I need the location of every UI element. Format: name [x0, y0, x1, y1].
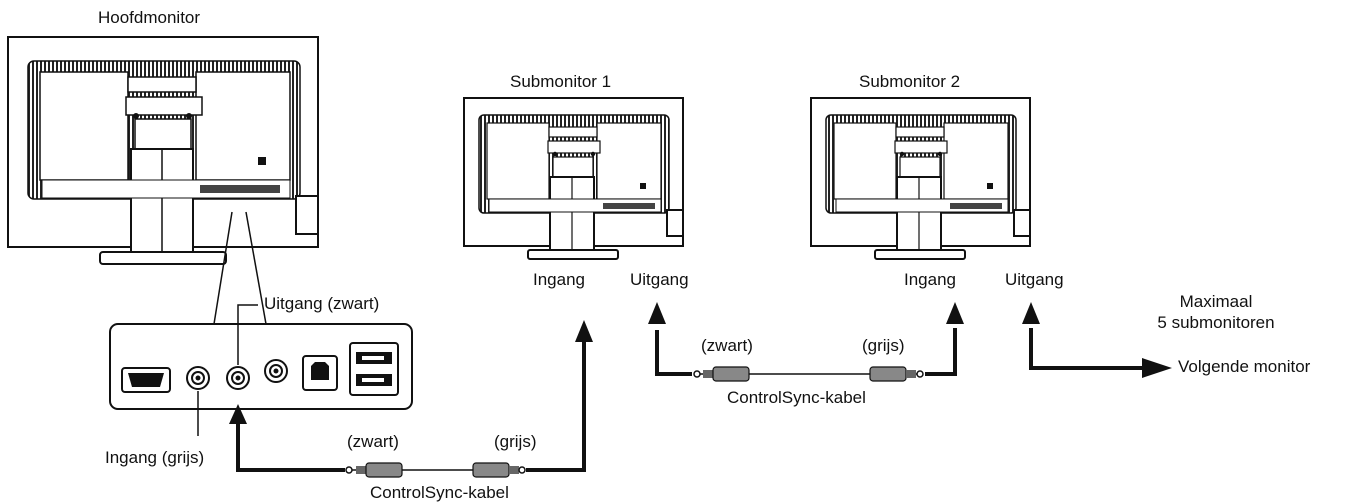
max-note-line1: Maximaal: [1179, 292, 1253, 311]
cable1-name-label: ControlSync-kabel: [370, 483, 509, 502]
max-note-line2: 5 submonitoren: [1157, 313, 1275, 332]
input-jack: [186, 366, 210, 390]
cable2-name-label: ControlSync-kabel: [727, 388, 866, 407]
sub2-input-label: Ingang: [904, 270, 956, 289]
audio-jack: [264, 359, 288, 383]
port-panel: [109, 211, 413, 436]
sub1-input-label: Ingang: [533, 270, 585, 289]
main-monitor-label: Hoofdmonitor: [98, 8, 201, 27]
controlsync-cable-2: [693, 366, 924, 382]
output-jack: [226, 366, 250, 390]
next-monitor-path: [1022, 302, 1172, 378]
controlsync-cable-1: [345, 462, 526, 478]
cable-path-1: [229, 320, 593, 472]
main-monitor: [7, 36, 319, 265]
usb-a-ports: [349, 342, 399, 396]
submonitor-2: [810, 97, 1031, 260]
submonitor-2-label: Submonitor 2: [859, 72, 961, 91]
cable2-grey-label: (grijs): [862, 336, 905, 355]
submonitor-1: [463, 97, 684, 260]
cable2-black-label: (zwart): [701, 336, 753, 355]
cable1-black-label: (zwart): [347, 432, 399, 451]
sub1-output-label: Uitgang: [630, 270, 689, 289]
sub2-output-label: Uitgang: [1005, 270, 1064, 289]
input-grey-label: Ingang (grijs): [105, 448, 205, 467]
output-black-label: Uitgang (zwart): [264, 294, 380, 313]
next-monitor-label: Volgende monitor: [1178, 357, 1311, 376]
cable1-grey-label: (grijs): [494, 432, 537, 451]
submonitor-1-label: Submonitor 1: [510, 72, 612, 91]
cable-path-2: [648, 302, 964, 376]
